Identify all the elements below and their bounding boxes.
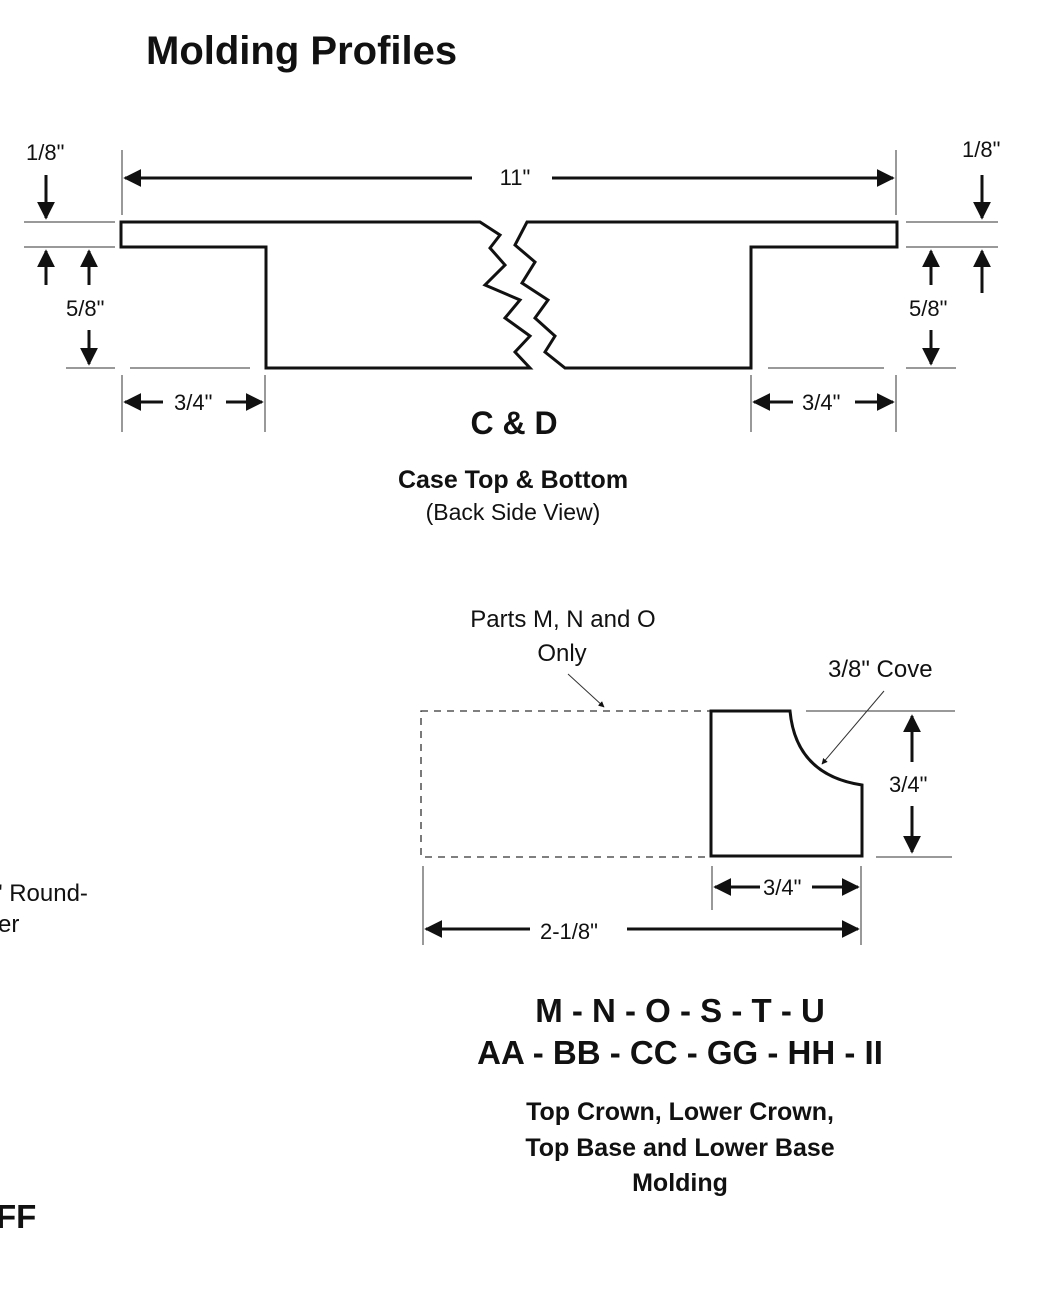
parts-line1: M - N - O - S - T - U [535, 992, 825, 1029]
profile-left-half [119, 220, 534, 370]
name-line1: Top Crown, Lower Crown, [526, 1098, 834, 1126]
molding-profile: Parts M, N and O Only 3/8" Cove 3/4" 3/4… [420, 606, 955, 1197]
page-title: Molding Profiles [146, 29, 457, 73]
note-line1: Parts M, N and O [470, 606, 655, 633]
dim-top-right: 1/8" [962, 137, 1000, 162]
parts-label-cd: C & D [470, 405, 557, 441]
dim-total-molding: 2-1/8" [540, 919, 598, 944]
dim-width-molding: 3/4" [763, 875, 801, 900]
profile-right-half [513, 220, 899, 370]
dim-leg-right: 3/4" [802, 390, 840, 415]
dim-top-left: 1/8" [26, 140, 64, 165]
parts-line2: AA - BB - CC - GG - HH - II [477, 1034, 883, 1071]
cove-molding-shape [709, 709, 864, 858]
cutoff-text-line2: er [0, 911, 19, 938]
profile-name-cd: Case Top & Bottom [398, 466, 628, 494]
cutoff-parts-label: FF [0, 1198, 36, 1235]
cove-label: 3/8" Cove [828, 656, 933, 683]
optional-extension-outline [420, 710, 712, 858]
dim-length: 11" [500, 165, 531, 190]
dim-height-molding: 3/4" [889, 772, 927, 797]
note-line2: Only [537, 640, 586, 667]
name-line3: Molding [632, 1169, 728, 1197]
case-top-bottom-profile: 11" 1/8" 5/8" 3/4" 1/8" 5/8" [24, 137, 1000, 525]
name-line2: Top Base and Lower Base [525, 1134, 834, 1162]
dim-height-left: 5/8" [66, 296, 104, 321]
dim-height-right: 5/8" [909, 296, 947, 321]
cutoff-text-line1: " Round- [0, 880, 88, 907]
profile-view-cd: (Back Side View) [426, 499, 601, 525]
dim-leg-left: 3/4" [174, 390, 212, 415]
